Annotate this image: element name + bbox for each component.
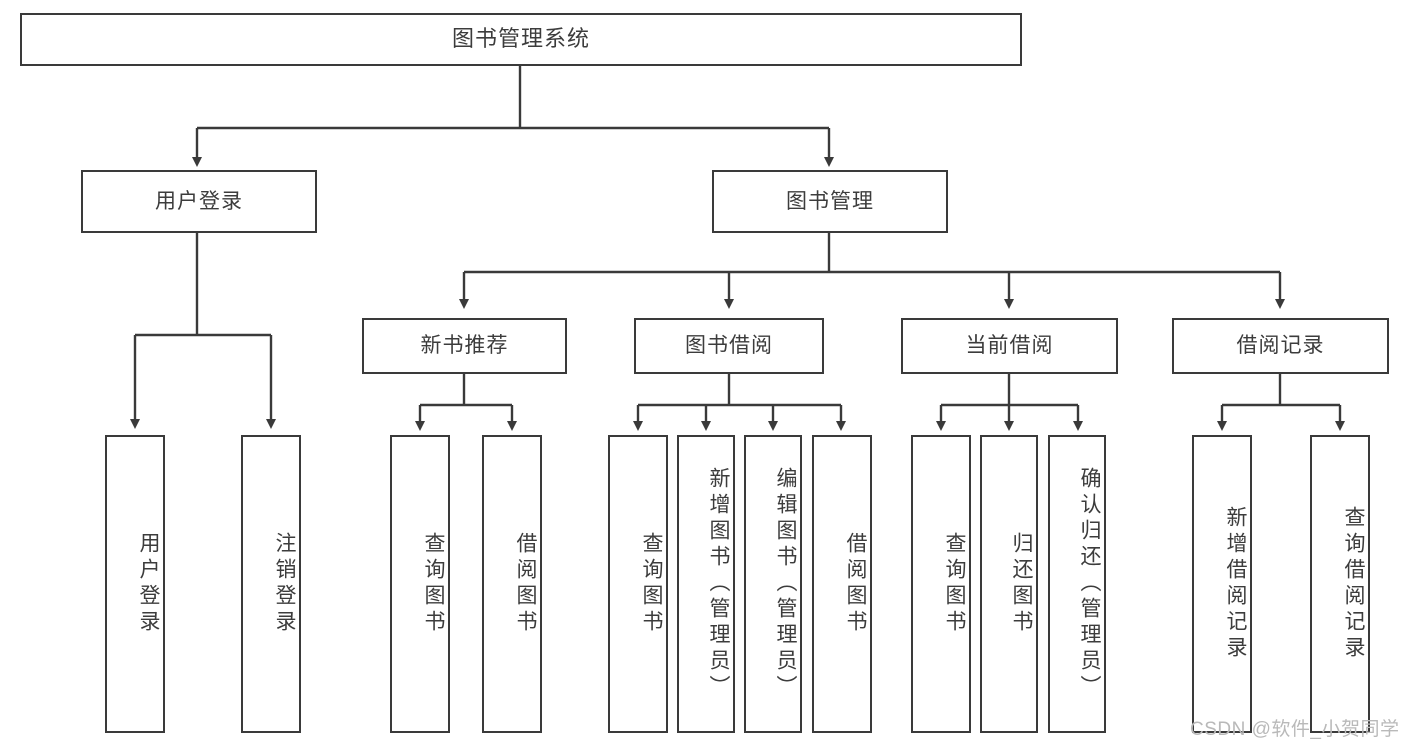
- node-root-book-management-system[interactable]: 图书管理系统: [20, 13, 1022, 66]
- node-label: 新增借阅记录: [1224, 506, 1247, 662]
- leaf-book-borrow-query[interactable]: 查询图书: [608, 435, 668, 733]
- node-label: 新增图书（管理员）: [707, 467, 730, 701]
- node-label: 新书推荐: [420, 334, 509, 358]
- node-label: 图书借阅: [685, 334, 773, 358]
- leaf-book-borrow-add[interactable]: 新增图书（管理员）: [677, 435, 735, 733]
- node-label: 查询借阅记录: [1342, 506, 1365, 662]
- leaf-current-borrow-query[interactable]: 查询图书: [911, 435, 971, 733]
- node-label: 归还图书: [1010, 532, 1033, 636]
- node-label: 图书管理: [786, 189, 874, 213]
- node-label: 查询图书: [640, 532, 663, 636]
- node-label: 用户登录: [155, 189, 243, 213]
- leaf-user-login-logout[interactable]: 注销登录: [241, 435, 301, 733]
- leaf-new-book-query[interactable]: 查询图书: [390, 435, 450, 733]
- node-current-borrow[interactable]: 当前借阅: [901, 318, 1118, 374]
- node-book-management[interactable]: 图书管理: [712, 170, 948, 233]
- node-label: 借阅图书: [844, 532, 867, 636]
- node-label: 查询图书: [943, 532, 966, 636]
- node-new-book-recommend[interactable]: 新书推荐: [362, 318, 567, 374]
- node-label: 借阅记录: [1236, 334, 1325, 358]
- node-label: 用户登录: [137, 532, 160, 636]
- node-book-borrow[interactable]: 图书借阅: [634, 318, 824, 374]
- node-label: 图书管理系统: [451, 26, 590, 52]
- leaf-book-borrow-edit[interactable]: 编辑图书（管理员）: [744, 435, 802, 733]
- leaf-user-login-login[interactable]: 用户登录: [105, 435, 165, 733]
- node-label: 查询图书: [422, 532, 445, 636]
- leaf-current-borrow-return[interactable]: 归还图书: [980, 435, 1038, 733]
- leaf-new-book-borrow[interactable]: 借阅图书: [482, 435, 542, 733]
- leaf-borrow-record-query[interactable]: 查询借阅记录: [1310, 435, 1370, 733]
- node-label: 当前借阅: [965, 334, 1054, 358]
- node-user-login[interactable]: 用户登录: [81, 170, 317, 233]
- csdn-watermark: CSDN @软件_小贺同学: [1190, 719, 1400, 740]
- leaf-book-borrow-borrow[interactable]: 借阅图书: [812, 435, 872, 733]
- node-borrow-record[interactable]: 借阅记录: [1172, 318, 1389, 374]
- node-label: 编辑图书（管理员）: [774, 467, 797, 701]
- node-label: 借阅图书: [514, 532, 537, 636]
- node-label: 确认归还（管理员）: [1078, 467, 1101, 701]
- node-label: 注销登录: [273, 532, 296, 636]
- leaf-current-borrow-confirm-return[interactable]: 确认归还（管理员）: [1048, 435, 1106, 733]
- leaf-borrow-record-add[interactable]: 新增借阅记录: [1192, 435, 1252, 733]
